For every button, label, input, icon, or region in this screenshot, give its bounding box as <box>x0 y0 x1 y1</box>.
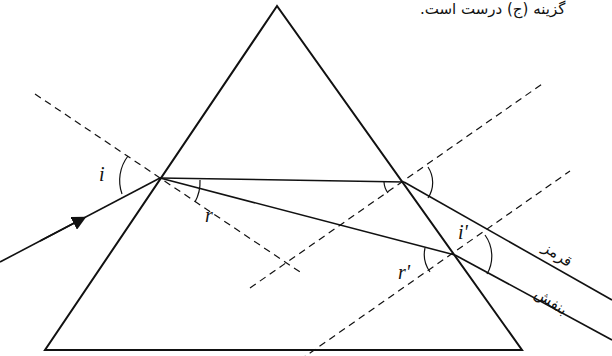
color-label: قرمز <box>540 240 575 270</box>
normal-line <box>250 82 545 288</box>
angle-arc <box>485 235 492 274</box>
angle-label: r' <box>398 262 410 282</box>
violet-ray-inside <box>160 178 455 255</box>
angle-label: i' <box>458 222 468 242</box>
angle-arc <box>384 182 388 193</box>
answer-note: گزینه (ج) درست است. <box>420 2 565 17</box>
normal-line <box>35 94 300 272</box>
normal-line <box>290 171 570 356</box>
red-ray-inside <box>160 178 404 182</box>
ray-arrow <box>40 220 80 241</box>
prism-outline <box>45 6 522 350</box>
angle-label: i <box>99 164 105 184</box>
color-label: بنفش <box>532 286 570 318</box>
violet-ray-out <box>455 255 612 340</box>
angle-label: r <box>205 205 213 225</box>
red-ray-out <box>404 182 612 300</box>
angle-arc <box>120 156 128 194</box>
angle-arc <box>428 167 433 198</box>
angle-arc <box>195 180 200 202</box>
incident-ray <box>0 178 160 262</box>
angle-arc <box>424 248 430 272</box>
